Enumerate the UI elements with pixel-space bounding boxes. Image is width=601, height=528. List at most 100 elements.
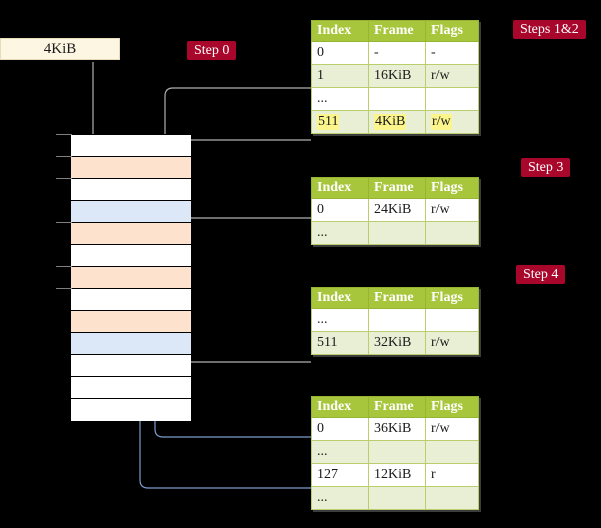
column-header-flags: Flags	[425, 177, 479, 199]
cell-index: ...	[311, 308, 369, 332]
memory-row	[71, 157, 191, 179]
cell-text: 12KiB	[374, 467, 412, 482]
column-header-flags: Flags	[425, 396, 479, 418]
column-header-index: Index	[311, 177, 369, 199]
step-label-step-0: Step 0	[187, 41, 237, 60]
step-label-steps-1-2: Steps 1&2	[513, 20, 586, 39]
cell-frame	[368, 308, 426, 332]
cell-frame: 4KiB	[368, 110, 426, 134]
table-row: 0 36KiB r/w	[311, 417, 479, 441]
memory-row	[71, 399, 191, 421]
memory-row	[71, 179, 191, 201]
cell-index: 1	[311, 64, 369, 88]
cell-text: 32KiB	[374, 335, 412, 350]
memory-tick	[56, 134, 72, 135]
table-row: 0 24KiB r/w	[311, 198, 479, 222]
size-box-label: 4KiB	[43, 41, 77, 57]
cell-text: 0	[317, 202, 324, 217]
memory-row	[71, 333, 191, 355]
cell-index: ...	[311, 486, 369, 510]
page-table-level-4: Index Frame Flags 0 - - 1 16KiB r/w ...	[311, 20, 479, 134]
memory-row	[71, 311, 191, 333]
cell-flags: r/w	[425, 64, 479, 88]
cell-text: 127	[317, 467, 338, 482]
table-row: 511 32KiB r/w	[311, 331, 479, 355]
page-table-level-3: Index Frame Flags 0 24KiB r/w ...	[311, 177, 479, 245]
cell-text: 36KiB	[374, 421, 412, 436]
memory-row	[71, 289, 191, 311]
cell-text: -	[374, 45, 379, 60]
cell-text: ...	[317, 225, 328, 240]
memory-tick	[56, 178, 72, 179]
table-row: ...	[311, 308, 479, 332]
cell-frame: 12KiB	[368, 463, 426, 487]
cell-frame: -	[368, 41, 426, 65]
cell-flags: r/w	[425, 331, 479, 355]
cell-text: 511	[317, 335, 338, 350]
cell-text: r/w	[431, 68, 450, 83]
cell-text: 16KiB	[374, 68, 412, 83]
step-0-text: Step 0	[194, 43, 230, 58]
memory-row	[71, 223, 191, 245]
memory-tick	[56, 222, 72, 223]
memory-tick	[56, 156, 72, 157]
cell-index: 511	[311, 331, 369, 355]
column-header-frame: Frame	[368, 287, 426, 309]
cell-flags: r/w	[425, 417, 479, 441]
cell-flags	[425, 308, 479, 332]
table-row: ...	[311, 440, 479, 464]
cell-text: 0	[317, 421, 324, 436]
cell-text: r/w	[431, 202, 450, 217]
memory-row	[71, 377, 191, 399]
table-row: 0 - -	[311, 41, 479, 65]
page-table-level-1: Index Frame Flags 0 36KiB r/w ... 127 12…	[311, 396, 479, 510]
table-row: 127 12KiB r	[311, 463, 479, 487]
cell-text: 511	[317, 114, 340, 130]
cell-text: ...	[317, 490, 328, 505]
cell-frame: 16KiB	[368, 64, 426, 88]
cell-frame	[368, 440, 426, 464]
table-row: ...	[311, 87, 479, 111]
cell-text: ...	[317, 444, 328, 459]
cell-frame: 36KiB	[368, 417, 426, 441]
cell-text: 4KiB	[374, 114, 407, 130]
cell-text: r/w	[431, 335, 450, 350]
cell-frame	[368, 87, 426, 111]
table-row: 511 4KiB r/w	[311, 110, 479, 134]
table-header-row: Index Frame Flags	[311, 396, 479, 418]
cell-frame: 32KiB	[368, 331, 426, 355]
physical-memory-block	[70, 134, 191, 421]
column-header-frame: Frame	[368, 177, 426, 199]
cell-text: ...	[317, 91, 328, 106]
step-label-step-3: Step 3	[521, 158, 571, 177]
cell-index: 0	[311, 41, 369, 65]
memory-row	[71, 245, 191, 267]
table-row: 1 16KiB r/w	[311, 64, 479, 88]
memory-row	[71, 267, 191, 289]
cell-flags: r/w	[425, 110, 479, 134]
cell-flags	[425, 221, 479, 245]
cell-index: 0	[311, 417, 369, 441]
cell-text: 24KiB	[374, 202, 412, 217]
cell-flags	[425, 440, 479, 464]
cell-flags: r/w	[425, 198, 479, 222]
memory-row	[71, 355, 191, 377]
cell-text: r/w	[431, 421, 450, 436]
cell-text: r/w	[431, 114, 452, 130]
cell-text: -	[431, 45, 436, 60]
column-header-index: Index	[311, 20, 369, 42]
cell-flags	[425, 87, 479, 111]
steps-1-2-text: Steps 1&2	[520, 22, 579, 37]
cell-index: ...	[311, 87, 369, 111]
cell-text: ...	[317, 312, 328, 327]
cell-flags: -	[425, 41, 479, 65]
memory-tick	[56, 266, 72, 267]
cell-flags: r	[425, 463, 479, 487]
table-row: ...	[311, 221, 479, 245]
column-header-frame: Frame	[368, 20, 426, 42]
table-header-row: Index Frame Flags	[311, 177, 479, 199]
page-table-level-2: Index Frame Flags ... 511 32KiB r/w	[311, 287, 479, 355]
cell-frame	[368, 221, 426, 245]
column-header-index: Index	[311, 396, 369, 418]
table-row: ...	[311, 486, 479, 510]
